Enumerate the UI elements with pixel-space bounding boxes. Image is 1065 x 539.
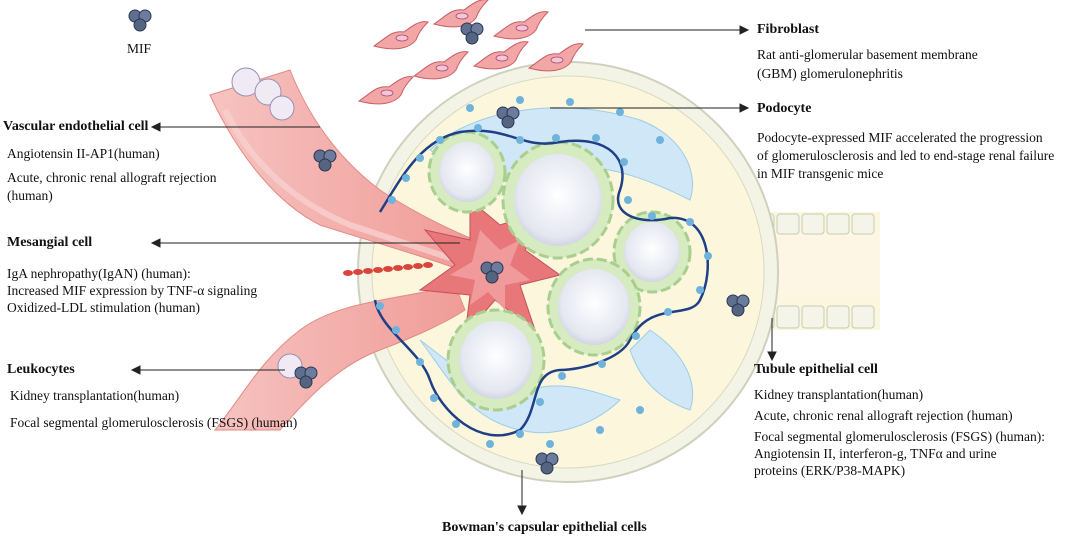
arteriole <box>343 262 433 276</box>
vascular-title: Vascular endothelial cell <box>3 119 149 134</box>
tubule-line-1: Kidney transplantation(human) <box>754 387 924 402</box>
tubule-title: Tubule epithelial cell <box>754 362 878 377</box>
leukocytes-line-2: Focal segmental glomerulosclerosis (FSGS… <box>10 415 298 430</box>
mesangial-line-3: Oxidized-LDL stimulation (human) <box>7 300 200 315</box>
bowman-title: Bowman's capsular epithelial cells <box>442 520 647 535</box>
vascular-line-1: Angiotensin II-AP1(human) <box>7 146 160 161</box>
podocyte-line-1: Podocyte-expressed MIF accelerated the p… <box>757 130 1043 145</box>
mif-legend-label: MIF <box>127 41 152 56</box>
leukocytes-line-1: Kidney transplantation(human) <box>10 388 180 403</box>
mesangial-title: Mesangial cell <box>7 235 93 250</box>
arrows <box>130 25 777 516</box>
efferent-vessel <box>213 284 466 431</box>
mesangial-line-1: IgA nephropathy(IgAN) (human): <box>7 266 191 281</box>
podocyte-title: Podocyte <box>757 101 812 116</box>
capillary-loops <box>427 130 692 412</box>
tubule-line-3: Focal segmental glomerulosclerosis (FSGS… <box>754 429 1045 444</box>
fibroblast-line-1: Rat anti-glomerular basement membrane <box>757 47 978 62</box>
podocyte-line-2: of glomerulosclerosis and led to end-sta… <box>757 148 1055 163</box>
tubule-line-4: Angiotensin II, interferon-g, TNFα and u… <box>754 446 997 461</box>
vascular-line-3: (human) <box>7 188 53 203</box>
tubule-line-5: proteins (ERK/P38-MAPK) <box>754 463 906 478</box>
leukocytes-title: Leukocytes <box>7 362 75 377</box>
tubule-line-2: Acute, chronic renal allograft rejection… <box>754 408 1013 423</box>
mesangial-line-2: Increased MIF expression by TNF-α signal… <box>7 283 258 298</box>
fibroblast-title: Fibroblast <box>757 22 819 37</box>
leukocyte-cells <box>231 67 303 379</box>
vascular-line-2: Acute, chronic renal allograft rejection <box>7 170 217 185</box>
podocyte-dots <box>376 96 712 448</box>
podocyte-line-3: in MIF transgenic mice <box>757 166 884 181</box>
fibroblast-line-2: (GBM) glomerulonephritis <box>757 66 903 81</box>
